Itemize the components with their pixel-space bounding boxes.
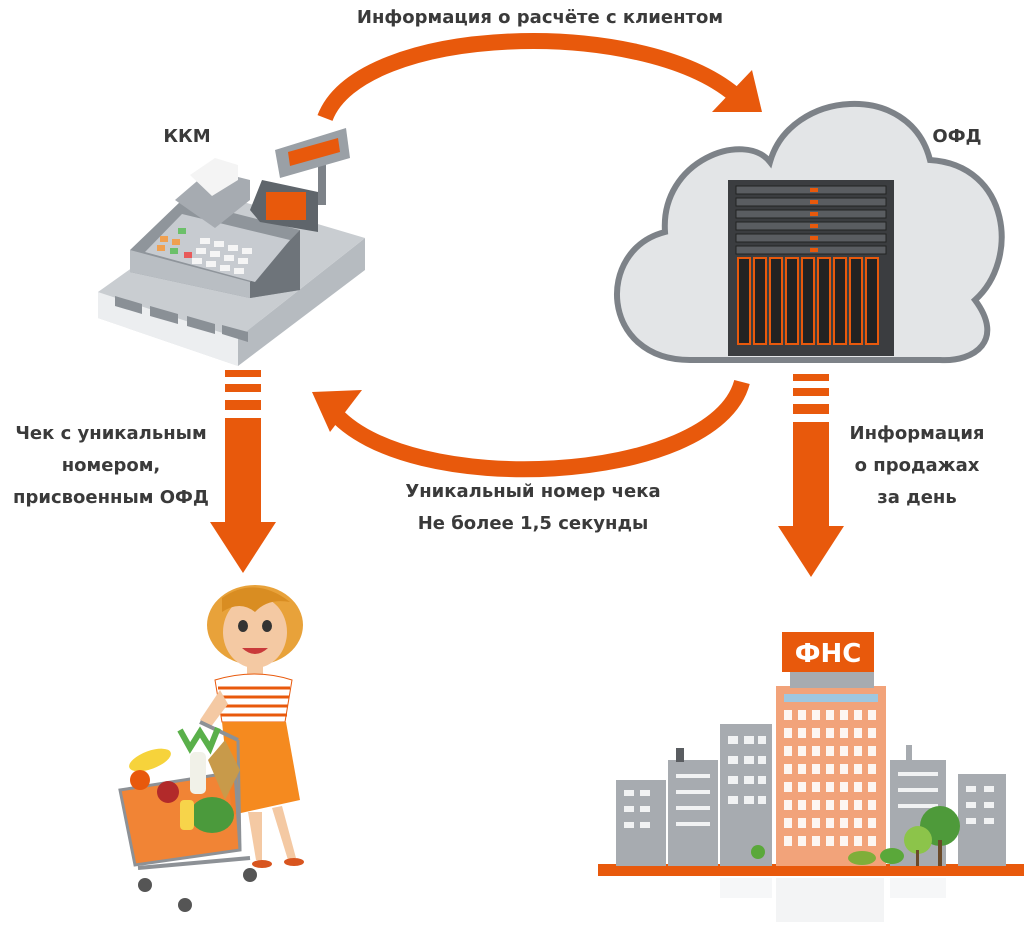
building-icon: ФНС [598,632,1024,922]
fns-sign [782,632,874,672]
shopper-icon [118,585,304,912]
fns-sign-text: ФНС [795,639,862,669]
label-return-flow: Уникальный номер чека Не более 1,5 секун… [405,481,661,534]
arrow-ofd-to-kkm [312,379,750,478]
label-ofd: ОФД [932,126,982,147]
arrow-kkm-to-ofd [317,33,762,122]
label-kkm: ККМ [163,126,211,147]
arrow-kkm-to-customer [210,370,276,573]
arrow-ofd-to-fns [778,374,844,577]
label-receipt: Чек с уникальным номером, присвоенным ОФ… [13,423,209,508]
cash-register-icon [98,128,365,366]
cloud-server-icon [614,100,1005,364]
label-daily-info: Информация о продажах за день [849,423,985,508]
label-top-flow: Информация о расчёте с клиентом [356,7,724,28]
